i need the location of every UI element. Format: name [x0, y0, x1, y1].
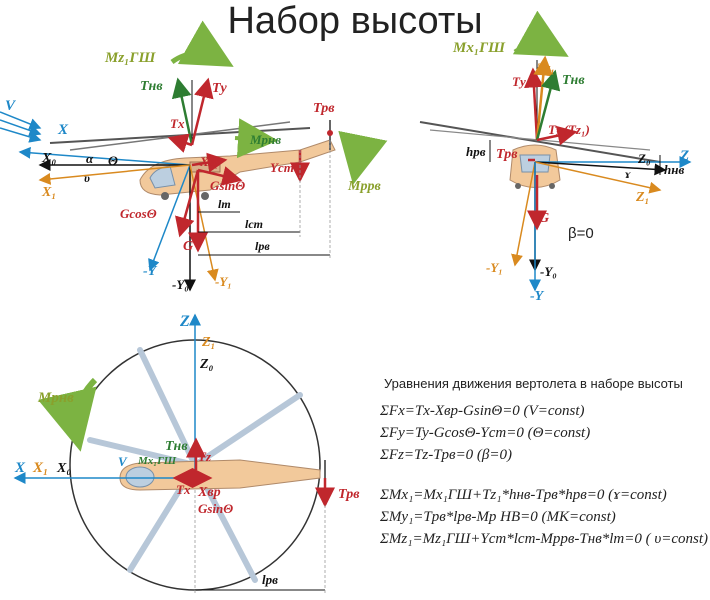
label-theta: Θ — [108, 153, 118, 168]
front-force-ty — [524, 67, 544, 141]
top-label-x: X — [14, 460, 26, 476]
force-xvr — [191, 152, 228, 173]
moment-mprv-arc — [338, 130, 388, 185]
side-view: Mz₁ГШ V X X₀ X₁ α Θ υ Tнв Tу Tх Mpнв Трв… — [0, 20, 388, 292]
label-ty: Tу — [212, 81, 228, 96]
page-title: Набор высоты — [227, 0, 483, 42]
label-lrv: lрв — [255, 239, 270, 253]
label-trv: Трв — [313, 101, 335, 116]
front-label-ty1: Ty₁ — [537, 60, 555, 75]
label-tx: Tх — [170, 116, 185, 131]
front-axis-z0 — [534, 161, 667, 176]
top-label-mpnv: Mpнв — [37, 390, 74, 406]
front-force-tz1 — [536, 125, 578, 146]
force-tx — [167, 133, 193, 153]
top-label-tz: Tz — [198, 449, 212, 464]
axis-neg-y — [148, 164, 191, 272]
equation-fx: ΣFx=Tx-Xвр-GsinΘ=0 (V=const) — [380, 403, 585, 419]
front-label-tnv: Tнв — [562, 73, 585, 88]
front-label-hnv: hнв — [664, 162, 684, 177]
label-g: G — [183, 239, 193, 254]
front-label-neg-y1: -Y₁ — [486, 260, 503, 275]
front-label-hrv: hрв — [466, 144, 486, 159]
equation-my: ΣMy₁=Tрв*lрв-Mp НВ=0 (МК=const) — [380, 509, 616, 525]
top-label-trv: Трв — [338, 487, 360, 502]
top-label-tx: Tx — [176, 482, 191, 497]
equations-header: Уравнения движения вертолета в наборе вы… — [384, 376, 683, 391]
equation-fy: ΣFy=Ty-GcosΘ-Yст=0 (Θ=const) — [380, 425, 591, 441]
force-gcos — [175, 169, 200, 238]
top-label-xvr: Xвр — [197, 485, 221, 500]
top-label-z: Z — [179, 313, 190, 330]
label-ycm: Yст — [270, 160, 294, 175]
label-gcos: GcosΘ — [120, 206, 157, 221]
top-moment-arc — [38, 377, 98, 452]
label-neg-y0: -Y₀ — [172, 277, 189, 292]
label-x1: X₁ — [41, 185, 56, 200]
front-label-trv: Трв — [496, 147, 518, 162]
label-mprv: Mpрв — [347, 179, 381, 194]
label-lt: lт — [218, 197, 231, 211]
force-ty — [190, 77, 214, 146]
top-label-v: V — [118, 454, 128, 469]
label-gsin: GsinΘ — [210, 178, 245, 193]
label-lcm: lст — [245, 217, 263, 231]
label-mpnv: Mpнв — [249, 132, 281, 147]
label-xvr: Xвр — [199, 154, 221, 169]
equation-fz: ΣFz=Tz-Tрв=0 (β=0) — [380, 447, 513, 463]
front-axis-z1 — [534, 161, 662, 194]
front-label-z0: Z₀ — [637, 151, 650, 166]
front-label-g: G — [539, 211, 549, 226]
front-moment-arc — [512, 10, 569, 57]
helicopter-top-fuselage — [119, 459, 326, 491]
top-label-gsin: GsinΘ — [198, 501, 233, 516]
top-label-mx1: Mx₁ГШ — [137, 455, 177, 467]
label-upsilon: υ — [84, 171, 90, 185]
label-tnv: Tнв — [140, 79, 163, 94]
force-gsin — [197, 166, 243, 186]
axis-x — [18, 146, 191, 166]
front-label-beta: β=0 — [568, 225, 594, 242]
axis-x1 — [38, 164, 191, 185]
equation-mz: ΣMz₁=Mz₁ГШ+Yст*lст-Mpрв-Tнв*lт=0 ( υ=con… — [380, 531, 708, 547]
front-label-z: Z — [679, 148, 689, 164]
label-x0: X₀ — [41, 151, 56, 166]
label-mz: Mz₁ГШ — [104, 50, 156, 66]
front-label-z1: Z₁ — [635, 190, 649, 205]
label-neg-y: -Y — [143, 264, 158, 279]
moment-mpnv-arc — [234, 118, 278, 159]
front-axis-neg-y1 — [511, 161, 536, 267]
front-label-neg-y: -Y — [530, 289, 545, 304]
top-label-tnv: Tнв — [165, 439, 188, 454]
front-label-gamma: ɤ — [625, 167, 631, 181]
moment-mz-arc — [170, 20, 234, 67]
top-label-z0: Z₀ — [199, 357, 214, 372]
front-rotor-disc — [419, 121, 661, 163]
front-view: Mx₁ГШ Ty₁ Tу Tнв Tₓ (Tz₁) Трв hрв hнв Z₀… — [419, 10, 692, 304]
front-label-mx: Mx₁ГШ — [452, 40, 506, 56]
label-alpha: α — [86, 151, 94, 166]
velocity-arrow — [0, 111, 42, 130]
front-force-tnv — [535, 69, 561, 141]
top-label-x0: X₀ — [56, 461, 71, 476]
top-label-z1: Z₁ — [201, 335, 215, 350]
label-x: X — [57, 122, 69, 138]
front-label-ty: Tу — [512, 74, 526, 89]
front-label-neg-y0: -Y₀ — [540, 264, 557, 279]
label-v: V — [5, 98, 17, 114]
front-label-tz1: Tₓ (Tz₁) — [548, 122, 590, 137]
label-neg-y1: -Y₁ — [215, 274, 232, 289]
top-label-x1: X₁ — [32, 460, 48, 476]
equation-mx: ΣMx₁=Mx₁ГШ+Tz₁*hнв-Tрв*hрв=0 (ɤ=const) — [380, 487, 667, 503]
top-view: Z Z₁ Z₀ Mpнв Tнв Mx₁ГШ Tz X X₁ X₀ V Tx X… — [13, 313, 360, 595]
top-label-lrv: lрв — [262, 572, 278, 587]
